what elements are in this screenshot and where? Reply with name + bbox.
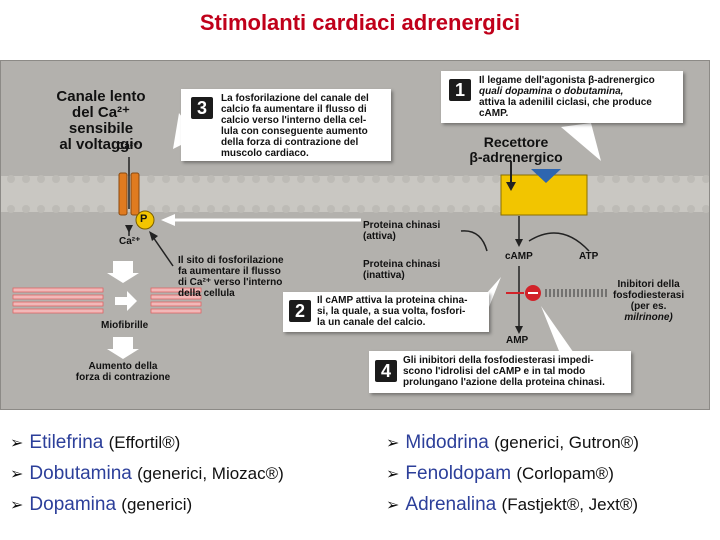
drug-brand: (Corlopam®) bbox=[516, 464, 614, 483]
drug-brand: (generici) bbox=[121, 495, 193, 514]
phosphate-label: P bbox=[140, 213, 148, 225]
callout-1-text: Il legame dell'agonista β-adrenergico qu… bbox=[479, 75, 655, 119]
callout-3-text: La fosforilazione del canale del calcio … bbox=[221, 93, 369, 159]
drug-name: Fenoldopam bbox=[405, 463, 512, 484]
drug-name: Dopamina bbox=[29, 494, 117, 515]
drug-name: Adrenalina bbox=[405, 494, 497, 515]
calcium-channel-left bbox=[118, 172, 128, 216]
calcium-ion-bottom: Ca²⁺ bbox=[119, 236, 141, 247]
drug-brand: (generici, Miozac®) bbox=[137, 464, 284, 483]
drug-item: ➢ Dobutamina (generici, Miozac®) bbox=[10, 459, 284, 490]
protein-kinase-inactive-label: Proteina chinasi (inattiva) bbox=[363, 259, 441, 281]
receptor-binding-site bbox=[531, 169, 561, 183]
callout-4: 4 Gli inibitori della fosfodiesterasi im… bbox=[369, 351, 631, 393]
callout-3: 3 La fosforilazione del canale del calci… bbox=[181, 89, 391, 161]
step-number-4: 4 bbox=[375, 360, 397, 382]
drug-item: ➢ Fenoldopam (Corlopam®) bbox=[386, 459, 639, 490]
callout-4-text: Gli inibitori della fosfodiesterasi impe… bbox=[403, 355, 605, 388]
drug-list-right: ➢ Midodrina (generici, Gutron®) ➢ Fenoldop… bbox=[386, 428, 639, 521]
myofibril-contracted bbox=[150, 287, 202, 314]
calcium-ion-top: Ca²⁺ bbox=[117, 141, 139, 152]
step-number-2: 2 bbox=[289, 300, 311, 322]
drug-item: ➢ Etilefrina (Effortil®) bbox=[10, 428, 284, 459]
receptor-label: Recettore β-adrenergico bbox=[469, 134, 563, 165]
drug-brand: (generici, Gutron®) bbox=[494, 433, 639, 452]
drug-name: Midodrina bbox=[405, 432, 489, 453]
drug-brand: (Fastjekt®, Jext®) bbox=[501, 495, 639, 514]
drug-item: ➢ Dopamina (generici) bbox=[10, 490, 284, 521]
pde-inhibitors-label: Inibitori della fosfodiesterasi (per es.… bbox=[613, 279, 685, 323]
diagram-graphics bbox=[1, 113, 709, 359]
bullet-arrow-icon: ➢ bbox=[386, 466, 400, 483]
drug-name: Etilefrina bbox=[29, 432, 104, 453]
phosphate-circle bbox=[135, 210, 155, 230]
down-arrow-1 bbox=[107, 261, 139, 283]
membrane-beads bbox=[7, 175, 709, 213]
bullet-arrow-icon: ➢ bbox=[386, 497, 400, 514]
bullet-arrow-icon: ➢ bbox=[10, 497, 24, 514]
contraction-label: Aumento della forza di contrazione bbox=[75, 361, 171, 383]
bullet-arrow-icon: ➢ bbox=[10, 435, 24, 452]
drug-item: ➢ Adrenalina (Fastjekt®, Jext®) bbox=[386, 490, 639, 521]
protein-kinase-active-label: Proteina chinasi (attiva) bbox=[363, 220, 441, 242]
step-number-3: 3 bbox=[191, 97, 213, 119]
atp-label: ATP bbox=[579, 251, 599, 262]
page-title: Stimolanti cardiaci adrenergici bbox=[199, 10, 521, 35]
step-number-1: 1 bbox=[449, 79, 471, 101]
callout-2-text: Il cAMP attiva la proteina china- si, la… bbox=[317, 295, 468, 328]
callout-2: 2 Il cAMP attiva la proteina china- si, … bbox=[283, 292, 489, 332]
phosphorylation-site-label: Il sito di fosforilazione fa aumentare i… bbox=[178, 255, 284, 299]
callout-1: 1 Il legame dell'agonista β-adrenergico … bbox=[441, 71, 683, 123]
amp-label: AMP bbox=[506, 335, 529, 346]
camp-label: cAMP bbox=[505, 251, 533, 262]
myofibril-relaxed bbox=[12, 287, 104, 314]
bullet-arrow-icon: ➢ bbox=[386, 435, 400, 452]
right-arrow bbox=[115, 291, 137, 311]
bullet-arrow-icon: ➢ bbox=[10, 466, 24, 483]
down-arrow-2 bbox=[107, 337, 139, 359]
drug-brand: (Effortil®) bbox=[108, 433, 181, 452]
myofibrils-label: Miofibrille bbox=[101, 320, 149, 331]
drug-name: Dobutamina bbox=[29, 463, 132, 484]
channel-label: Canale lento del Ca²⁺ sensibile al volta… bbox=[56, 88, 146, 153]
drug-list-left: ➢ Etilefrina (Effortil®) ➢ Dobutamina (gen… bbox=[10, 428, 284, 521]
mechanism-diagram: Canale lento del Ca²⁺ sensibile al volta… bbox=[0, 60, 710, 410]
calcium-channel-right bbox=[130, 172, 140, 216]
beta-receptor bbox=[500, 174, 588, 216]
drug-item: ➢ Midodrina (generici, Gutron®) bbox=[386, 428, 639, 459]
